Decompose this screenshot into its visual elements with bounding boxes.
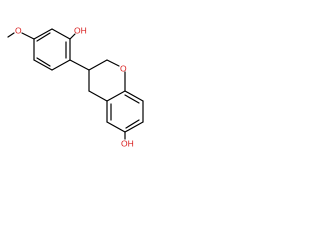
bond xyxy=(69,59,90,71)
bond xyxy=(7,32,15,38)
double-bond xyxy=(36,32,51,42)
bond xyxy=(106,59,120,67)
bond xyxy=(33,28,53,40)
atom-label-oh-bottom: OH xyxy=(121,138,134,148)
bond xyxy=(33,59,53,71)
bond xyxy=(51,28,71,40)
bond xyxy=(124,121,144,133)
double-bond xyxy=(36,57,51,67)
atom-label-ring-o: O xyxy=(120,63,127,73)
bond xyxy=(51,59,71,71)
bond xyxy=(124,90,144,102)
atom-label-oh-top: OH xyxy=(74,25,87,35)
bond xyxy=(88,90,108,102)
molecule-diagram: OH O O OH xyxy=(0,0,150,150)
bond xyxy=(69,33,76,40)
molecule-structure: OH O O OH xyxy=(7,25,144,148)
atom-label-methoxy-o: O xyxy=(15,25,22,35)
bond xyxy=(21,32,35,40)
bond xyxy=(106,121,126,133)
double-bond xyxy=(125,119,140,129)
bond xyxy=(106,90,126,102)
bond xyxy=(88,59,108,71)
double-bond xyxy=(124,94,140,104)
